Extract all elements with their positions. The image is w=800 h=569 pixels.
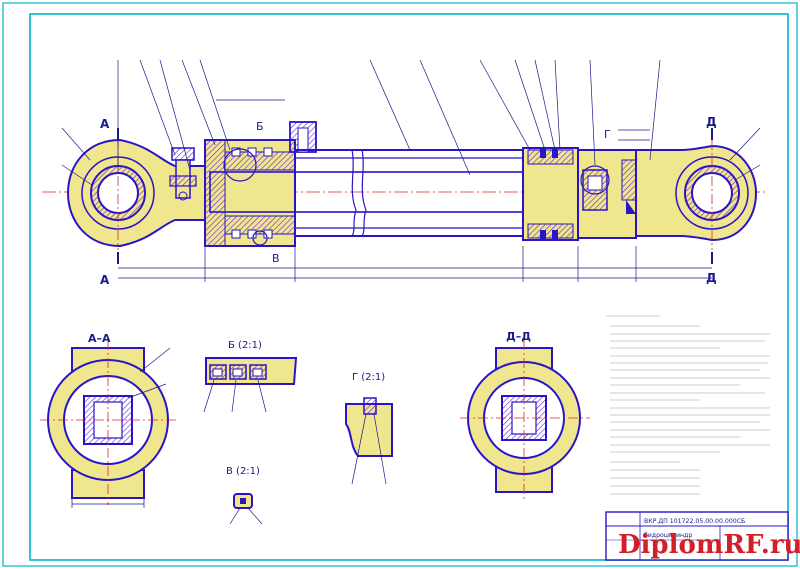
callout-b: Б [256,120,264,133]
front-gland [204,139,296,247]
section-mark-a-top: А [100,117,110,131]
detail-b-view [203,357,298,413]
section-aa-title: А–А [88,332,111,345]
inner-frame [29,13,789,561]
section-aa-view [40,340,176,508]
section-dd-view [460,340,590,500]
piston [522,147,579,241]
detail-g-view [345,397,393,485]
technical-notes [606,315,770,495]
section-mark-a-bottom: А [100,273,110,287]
callout-v: В [272,252,280,265]
dimension-lines [118,129,712,282]
main-assembly-view: А А Д Д Б Г В [42,59,765,287]
detail-b-title: Б (2:1) [228,340,262,351]
callout-g: Г [604,128,611,141]
leader-lines [61,59,761,186]
rear-cover [577,149,637,239]
title-block-code: ВКР.ДП 101722.05.00.00.000СБ [644,518,745,525]
section-dd-title: Д–Д [506,330,531,343]
detail-v-view [229,493,263,525]
detail-v-title: В (2:1) [226,466,260,477]
right-clevis-eye [635,140,758,250]
detail-g-title: Г (2:1) [352,372,385,383]
title-block [605,511,789,561]
title-block-name: Гидроцилиндр [644,532,692,539]
section-mark-d-top: Д [706,115,717,129]
oil-port-fitting [289,121,317,153]
watermark: DiplomRF.ru [618,530,800,560]
clamp-bolt [169,147,197,201]
